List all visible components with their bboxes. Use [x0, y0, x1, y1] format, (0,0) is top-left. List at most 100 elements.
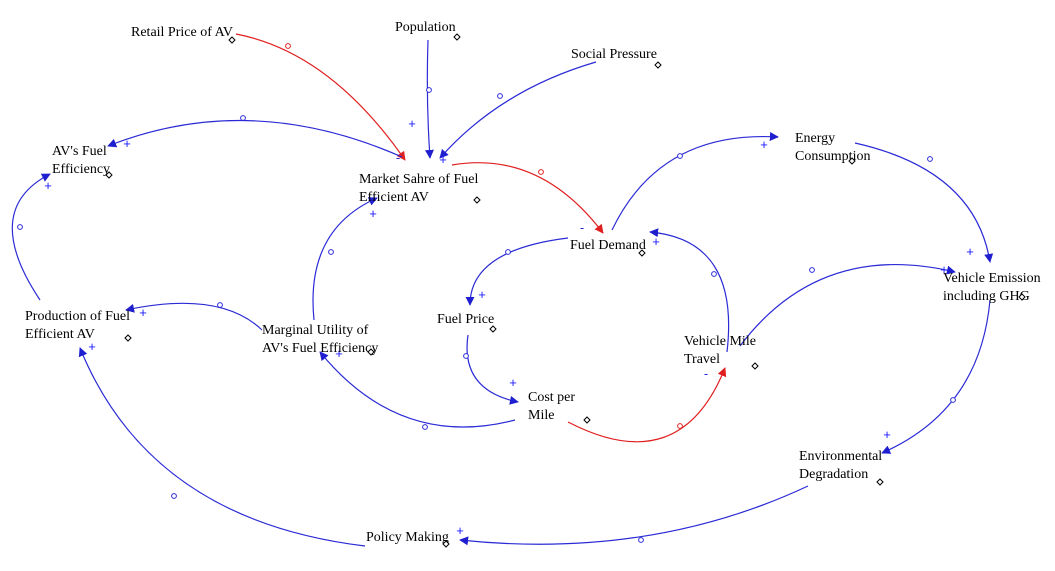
- link-vehicle-emission-including-ghg-to-environmental-degradation: +: [881, 299, 991, 454]
- link-arrow: [424, 39, 434, 159]
- node-handle-icon[interactable]: [228, 36, 236, 44]
- link-midpoint-marker: [538, 169, 544, 175]
- polarity-positive-sign: +: [408, 116, 416, 131]
- node-handle-icon[interactable]: [453, 33, 461, 41]
- node-handle-icon[interactable]: [751, 362, 759, 370]
- link-midpoint-marker: [638, 537, 644, 543]
- link-arrow: [649, 228, 730, 353]
- node-handle-icon[interactable]: [1018, 293, 1026, 301]
- node-handle-icon[interactable]: [105, 171, 113, 179]
- node-handle-icon[interactable]: [638, 249, 646, 257]
- node-fuel-price[interactable]: Fuel Price: [437, 312, 497, 333]
- node-label-line: Population: [395, 20, 456, 35]
- node-handle-icon[interactable]: [489, 325, 497, 333]
- node-social-pressure[interactable]: Social Pressure: [571, 47, 662, 69]
- node-policy-making[interactable]: Policy Making: [366, 530, 450, 548]
- node-label-line: Vehicle Mile: [684, 334, 756, 349]
- polarity-positive-sign: +: [883, 427, 891, 442]
- node-handle-icon[interactable]: [367, 348, 375, 356]
- link-cost-per-mile-to-marginal-utility-of-avs-fuel-efficiency: +: [319, 346, 516, 430]
- node-label-line: Social Pressure: [571, 47, 657, 62]
- links-layer: -+++-++++-+++++++++: [11, 33, 994, 547]
- node-label-line: Efficient AV: [25, 327, 95, 342]
- node-handle-icon[interactable]: [124, 334, 132, 342]
- node-handle-icon[interactable]: [848, 157, 856, 165]
- node-label-line: Environmental: [799, 449, 882, 464]
- node-handle-icon[interactable]: [654, 61, 662, 69]
- polarity-positive-sign: +: [139, 305, 147, 320]
- link-marginal-utility-of-avs-fuel-efficiency-to-market-share-of-fuel-efficient-av: +: [312, 197, 378, 321]
- link-market-share-of-fuel-efficient-av-to-fuel-demand: -: [451, 162, 604, 235]
- node-handle-icon[interactable]: [473, 196, 481, 204]
- node-label-line: including GHG: [943, 289, 1030, 304]
- node-label-line: AV's Fuel Efficiency: [262, 341, 378, 356]
- link-midpoint-marker: [217, 302, 223, 308]
- link-midpoint-marker: [426, 87, 432, 93]
- polarity-negative-sign: -: [396, 150, 400, 165]
- link-midpoint-marker: [927, 156, 933, 162]
- link-midpoint-marker: [17, 224, 23, 230]
- node-label-line: Mile: [528, 408, 554, 423]
- node-handle-icon[interactable]: [876, 478, 884, 486]
- link-policy-making-to-production-of-fuel-efficient-av: +: [78, 339, 366, 547]
- link-arrow: [854, 142, 994, 263]
- polarity-positive-sign: +: [652, 234, 660, 249]
- node-label-line: Fuel Price: [437, 312, 494, 327]
- node-handle-icon[interactable]: [442, 540, 450, 548]
- polarity-positive-sign: +: [966, 244, 974, 259]
- link-midpoint-marker: [171, 493, 177, 499]
- link-vehicle-mile-travel-to-fuel-demand: +: [649, 228, 730, 353]
- node-label-line: Market Sahre of Fuel: [359, 172, 478, 187]
- node-label: Policy Making: [366, 530, 449, 545]
- link-arrow: [107, 119, 403, 158]
- link-fuel-price-to-cost-per-mile: +: [463, 334, 519, 405]
- link-arrow: [451, 162, 604, 234]
- node-fuel-demand[interactable]: Fuel Demand: [570, 238, 646, 257]
- node-retail-price-of-av[interactable]: Retail Price of AV: [131, 25, 236, 44]
- link-arrow: [465, 237, 569, 306]
- link-arrow: [881, 299, 991, 454]
- node-handle-icon[interactable]: [583, 416, 591, 424]
- node-label-line: Policy Making: [366, 530, 449, 545]
- link-retail-price-of-av-to-market-share-of-fuel-efficient-av: -: [235, 33, 406, 165]
- link-fuel-demand-to-energy-consumption: +: [611, 132, 779, 231]
- node-marginal-utility-of-avs-fuel-efficiency[interactable]: Marginal Utility of AV's Fuel Efficiency: [262, 323, 378, 356]
- link-midpoint-marker: [809, 267, 815, 273]
- node-label-line: AV's Fuel: [52, 144, 107, 159]
- node-label-line: Production of Fuel: [25, 309, 130, 324]
- node-label: Social Pressure: [571, 47, 657, 62]
- link-arrow: [466, 334, 519, 405]
- node-label-line: Efficient AV: [359, 190, 429, 205]
- node-label-line: Marginal Utility of: [262, 323, 369, 338]
- node-label-line: Retail Price of AV: [131, 25, 233, 40]
- node-label: Fuel Price: [437, 312, 494, 327]
- link-midpoint-marker: [422, 424, 428, 430]
- polarity-positive-sign: +: [44, 178, 52, 193]
- link-cost-per-mile-to-vehicle-mile-travel: -: [567, 366, 727, 443]
- polarity-positive-sign: +: [509, 375, 517, 390]
- polarity-negative-sign: -: [580, 220, 584, 235]
- polarity-positive-sign: +: [439, 152, 447, 167]
- link-arrow: [78, 347, 366, 547]
- node-label-line: Travel: [684, 352, 720, 367]
- node-label-line: Efficiency: [52, 162, 110, 177]
- link-midpoint-marker: [505, 249, 511, 255]
- polarity-positive-sign: +: [335, 346, 343, 361]
- node-population[interactable]: Population: [395, 20, 461, 41]
